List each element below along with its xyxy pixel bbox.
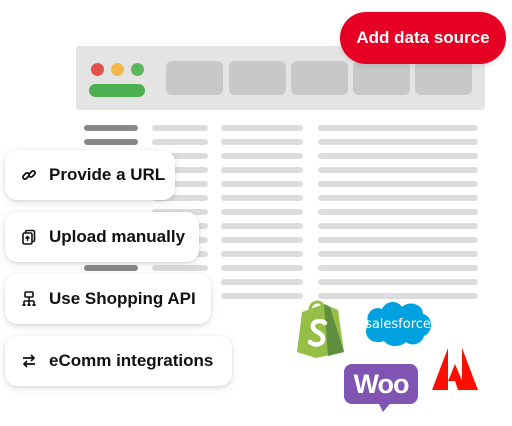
placeholder-row-line: [84, 265, 138, 271]
placeholder-tab: [291, 61, 348, 95]
placeholder-row-line: [221, 195, 303, 201]
window-close-dot: [91, 63, 104, 76]
upload-manually-option[interactable]: Upload manually: [5, 212, 199, 262]
swap-arrows-icon: [19, 351, 39, 371]
use-shopping-api-option[interactable]: Use Shopping API: [5, 274, 211, 324]
link-icon: [19, 165, 39, 185]
placeholder-row-line: [152, 139, 208, 145]
placeholder-row-line: [318, 265, 478, 271]
add-data-source-button[interactable]: Add data source: [340, 12, 506, 64]
placeholder-row-line: [221, 181, 303, 187]
placeholder-row-line: [152, 125, 208, 131]
salesforce-logo-icon: salesforce: [365, 301, 432, 347]
placeholder-row-line: [84, 125, 138, 131]
option-label: Provide a URL: [49, 165, 166, 184]
placeholder-row-line: [318, 293, 478, 299]
placeholder-tab: [353, 61, 410, 95]
placeholder-row-line: [152, 265, 208, 271]
placeholder-row-line: [221, 209, 303, 215]
woocommerce-logo-icon: Woo: [344, 364, 418, 404]
placeholder-row-line: [318, 251, 478, 257]
salesforce-wordmark: salesforce: [365, 317, 431, 332]
placeholder-row-line: [221, 139, 303, 145]
api-network-icon: [19, 289, 39, 309]
placeholder-row-line: [318, 181, 478, 187]
placeholder-row-line: [152, 153, 208, 159]
woocommerce-logo-tail: [377, 400, 393, 412]
placeholder-row-line: [152, 181, 208, 187]
placeholder-row-line: [318, 153, 478, 159]
ecomm-integrations-option[interactable]: eComm integrations: [5, 336, 232, 386]
placeholder-row-line: [221, 167, 303, 173]
placeholder-row-line: [221, 125, 303, 131]
placeholder-row-line: [84, 139, 138, 145]
placeholder-tab: [415, 61, 472, 95]
placeholder-row-line: [318, 279, 478, 285]
provide-url-option[interactable]: Provide a URL: [5, 150, 175, 200]
placeholder-row-line: [318, 237, 478, 243]
placeholder-row-line: [221, 223, 303, 229]
placeholder-row-line: [221, 293, 303, 299]
upload-files-icon: [19, 227, 39, 247]
shopify-logo-icon: [297, 300, 344, 358]
placeholder-row-line: [221, 265, 303, 271]
option-label: Use Shopping API: [49, 289, 196, 308]
placeholder-row-line: [318, 125, 478, 131]
placeholder-tab: [229, 61, 286, 95]
placeholder-row-line: [221, 251, 303, 257]
placeholder-row-line: [221, 237, 303, 243]
placeholder-row-line: [318, 209, 478, 215]
placeholder-row-line: [318, 195, 478, 201]
placeholder-tab: [166, 61, 223, 95]
placeholder-row-line: [221, 153, 303, 159]
placeholder-row-line: [221, 279, 303, 285]
placeholder-row-line: [152, 167, 208, 173]
adobe-logo-icon: [432, 348, 478, 390]
placeholder-row-line: [318, 167, 478, 173]
status-bar-indicator: [89, 84, 145, 97]
placeholder-row-line: [318, 139, 478, 145]
window-minimize-dot: [111, 63, 124, 76]
placeholder-row-line: [318, 223, 478, 229]
option-label: Upload manually: [49, 227, 186, 246]
option-label: eComm integrations: [49, 351, 214, 370]
window-maximize-dot: [131, 63, 144, 76]
placeholder-row-line: [152, 195, 208, 201]
